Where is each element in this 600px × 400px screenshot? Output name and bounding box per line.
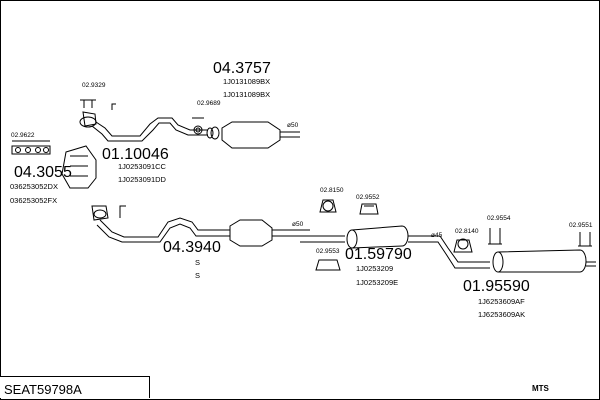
- accessory-label: 02.9554: [487, 215, 511, 222]
- mount-02-9551: [578, 232, 592, 247]
- part-ref: S: [195, 258, 201, 267]
- part-number-01-10046: 01.10046: [102, 146, 169, 163]
- diameter-label: ø50: [287, 122, 299, 129]
- rear-silencer: [492, 249, 596, 273]
- part-number-01-59790: 01.59790: [345, 246, 412, 263]
- front-pipe-lower: [91, 205, 230, 243]
- accessory-label: 02.9329: [82, 82, 106, 89]
- part-ref: 1J0253209E: [356, 278, 399, 287]
- mount-02-8140: [453, 238, 473, 253]
- diameter-label: ø50: [292, 221, 304, 228]
- accessory-label: 02.9552: [356, 194, 380, 201]
- part-ref: 1J6253609AF: [478, 297, 525, 306]
- mount-02-9552: [359, 203, 379, 215]
- front-pipe-upper: [91, 117, 208, 142]
- part-ref: 1J0253209: [356, 264, 394, 273]
- accessory-label: 02.9553: [316, 248, 340, 255]
- part-ref: 1J0253091DD: [118, 175, 166, 184]
- logo: MTS: [532, 384, 549, 393]
- accessory-label: 02.9622: [11, 132, 35, 139]
- accessory-label: 02.9689: [197, 100, 221, 107]
- part-number-01-95590: 01.95590: [463, 278, 530, 295]
- diameter-label: ø45: [431, 232, 443, 239]
- part-number-04-3055: 04.3055: [14, 164, 72, 181]
- part-ref: 1J0253091CC: [118, 162, 166, 171]
- part-number-04-3757: 04.3757: [213, 60, 271, 77]
- mount-02-8150: [319, 199, 337, 213]
- part-ref: 036253052FX: [10, 196, 58, 205]
- part-ref: 1J0131089BX: [223, 77, 271, 86]
- accessory-label: 02.8150: [320, 187, 344, 194]
- part-ref: 1J0131089BX: [223, 90, 271, 99]
- part-ref: 1J6253609AK: [478, 310, 526, 319]
- clamp-02-9689: [192, 117, 204, 135]
- upper-flange: [79, 111, 97, 128]
- middle-silencer: [300, 225, 490, 269]
- part-ref: S: [195, 271, 201, 280]
- sensor-arrow-lower: [119, 205, 126, 218]
- title-box: SEAT59798A: [0, 376, 150, 398]
- mount-02-9553: [315, 259, 341, 271]
- part-number-04-3940: 04.3940: [163, 239, 221, 256]
- accessory-label: 02.8140: [455, 228, 479, 235]
- clamp-02-9329: [80, 99, 96, 108]
- diagram-title: SEAT59798A: [4, 382, 82, 397]
- accessory-label: 02.9551: [569, 222, 593, 229]
- sensor-arrow-upper: [111, 103, 116, 110]
- catalyst-upper: [206, 121, 300, 149]
- part-ref: 036253052DX: [10, 182, 58, 191]
- manifold: [11, 145, 97, 189]
- mount-02-9554: [488, 228, 502, 245]
